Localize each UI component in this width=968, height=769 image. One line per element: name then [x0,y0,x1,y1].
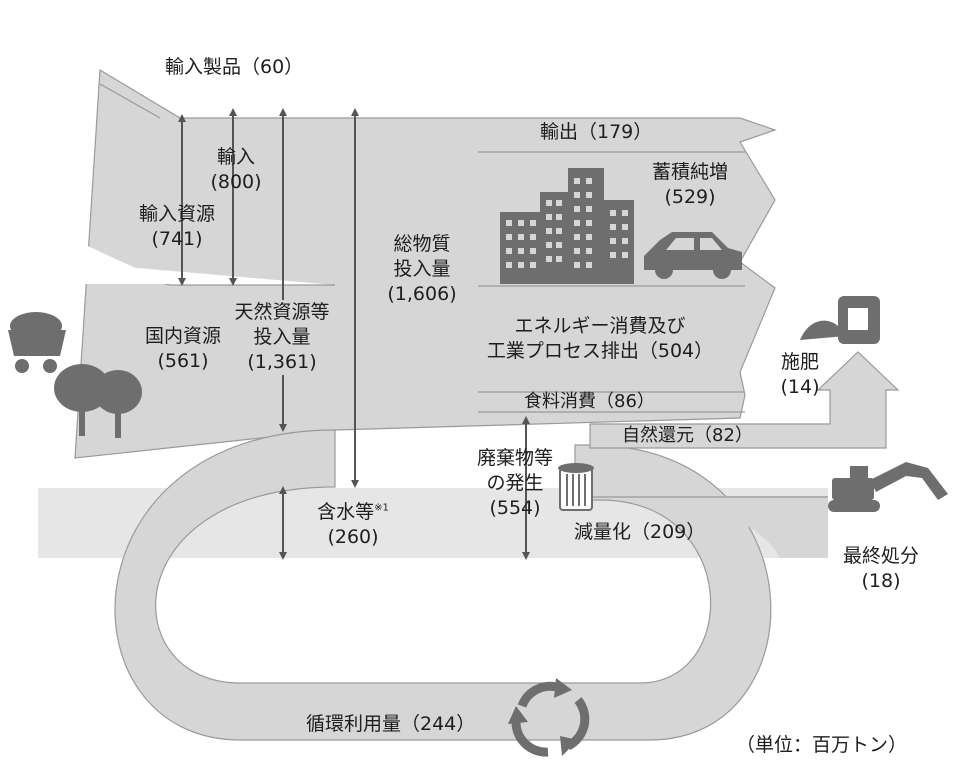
waste-value: (554) [489,497,541,519]
energy-line2: 工業プロセス排出（504） [486,340,714,362]
car-icon [644,232,742,279]
stock-increase-label: 蓄積純増 (529) [640,160,740,210]
waste-line2: の発生 [486,472,544,494]
recycle-arrowheads [508,678,578,756]
energy-line1: エネルギー消費及び [514,315,686,337]
waste-label: 廃棄物等 の発生 (554) [470,446,560,521]
stock-increase-value: (529) [664,186,716,208]
recycle-loop [114,429,772,741]
waste-line1: 廃棄物等 [476,447,553,469]
natural-input-line1: 天然資源等 [234,301,330,323]
natural-input-value: (1,361) [247,351,317,373]
domestic-resources-name: 国内資源 [144,325,221,347]
energy-label: エネルギー消費及び 工業プロセス排出（504） [470,314,730,364]
final-disposal-label: 最終処分 (18) [826,544,936,594]
import-resources-name: 輸入資源 [138,203,215,225]
water-content-value: (260) [327,526,379,548]
total-input-value: (1,606) [387,283,457,305]
trees-icon [54,364,142,438]
fertilizer-bag-icon [800,296,880,344]
final-disposal-value: (18) [861,570,901,592]
buildings-icon [500,168,634,284]
domestic-resources-label: 国内資源 (561) [128,324,238,374]
water-content-label: 含水等※1 (260) [298,500,408,550]
import-resources-label: 輸入資源 (741) [122,202,232,252]
import-value: (800) [210,171,262,193]
stock-increase-name: 蓄積純増 [651,161,728,183]
total-input-line2: 投入量 [393,258,451,280]
fertilizer-value: (14) [780,376,820,398]
food-label: 食料消費（86） [524,391,655,412]
final-disposal-name: 最終処分 [842,545,919,567]
natural-return-flow [589,351,900,449]
total-input-label: 総物質 投入量 (1,606) [372,232,472,307]
mining-cart-icon [8,312,66,373]
domestic-resources-value: (561) [157,350,209,372]
total-input-line1: 総物質 [393,233,451,255]
final-disposal-flow [578,496,828,558]
reduction-label: 減量化（209） [574,521,706,543]
excavator-icon [828,462,948,512]
import-name: 輸入 [216,146,255,168]
water-content-note: ※1 [374,502,389,514]
import-notch-fill [40,224,170,284]
natural-return-label: 自然還元（82） [622,425,753,446]
water-content-name: 含水等※1 [298,500,408,525]
import-products-edge [99,83,161,119]
natural-input-line2: 投入量 [253,326,311,348]
trash-bin-icon [558,463,594,511]
import-label: 輸入 (800) [196,145,276,195]
import-products-label: 輸入製品（60） [165,56,304,78]
unit-label: （単位：百万トン） [736,734,908,756]
fertilizer-name: 施肥 [780,351,819,373]
recycle-label: 循環利用量（244） [306,713,476,735]
water-content-text: 含水等 [317,501,375,523]
export-label: 輸出（179） [540,121,653,143]
import-resources-value: (741) [151,228,203,250]
natural-input-label: 天然資源等 投入量 (1,361) [222,300,342,375]
fertilizer-label: 施肥 (14) [770,350,830,400]
